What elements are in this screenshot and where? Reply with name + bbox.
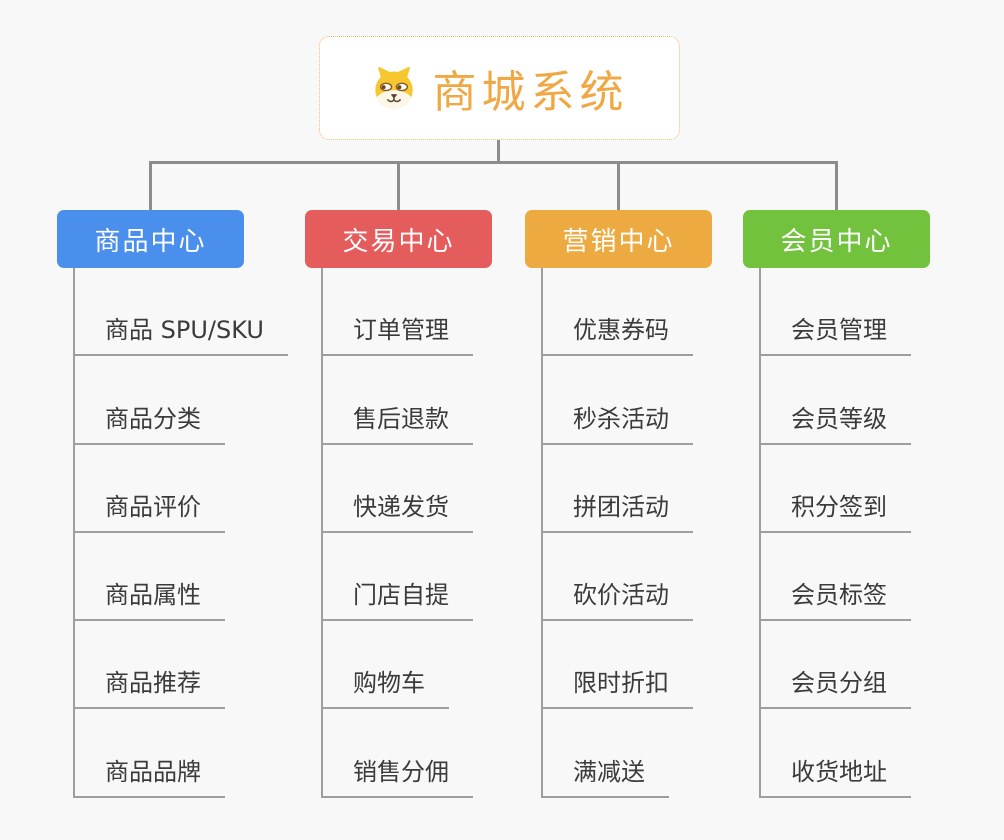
connector-drop-product — [149, 161, 152, 211]
child-item[interactable]: 售后退款 — [323, 356, 473, 445]
child-item[interactable]: 拼团活动 — [543, 445, 693, 533]
child-item[interactable]: 购物车 — [323, 621, 449, 710]
child-item[interactable]: 限时折扣 — [543, 621, 693, 710]
child-item[interactable]: 商品评价 — [75, 445, 225, 533]
child-item[interactable]: 快递发货 — [323, 445, 473, 533]
child-item[interactable]: 优惠券码 — [543, 268, 693, 357]
child-item[interactable]: 收货地址 — [761, 709, 911, 798]
connector-drop-trade — [397, 161, 400, 211]
child-item[interactable]: 会员分组 — [761, 621, 911, 710]
child-item[interactable]: 会员标签 — [761, 533, 911, 622]
branch-trade-center: 交易中心 订单管理 售后退款 快递发货 门店自提 购物车 销售分佣 — [305, 210, 492, 798]
branch-box-marketing-center[interactable]: 营销中心 — [525, 210, 712, 268]
connector-horizontal-rail — [149, 161, 838, 164]
branch-product-center: 商品中心 商品 SPU/SKU 商品分类 商品评价 商品属性 商品推荐 商品品牌 — [57, 210, 288, 798]
root-title: 商城系统 — [432, 67, 629, 118]
connector-drop-member — [835, 161, 838, 211]
child-item[interactable]: 商品分类 — [75, 356, 225, 445]
branch-box-product-center[interactable]: 商品中心 — [57, 210, 244, 268]
child-item[interactable]: 秒杀活动 — [543, 356, 693, 445]
branch-member-center: 会员中心 会员管理 会员等级 积分签到 会员标签 会员分组 收货地址 — [743, 210, 930, 798]
branch-children-trade-center: 订单管理 售后退款 快递发货 门店自提 购物车 销售分佣 — [321, 268, 473, 798]
connector-drop-marketing — [617, 161, 620, 211]
child-item[interactable]: 积分签到 — [761, 445, 911, 533]
root-node[interactable]: 商城系统 — [319, 36, 680, 140]
branch-box-trade-center[interactable]: 交易中心 — [305, 210, 492, 268]
child-item[interactable]: 销售分佣 — [323, 709, 473, 798]
connector-root-stub — [497, 140, 500, 164]
branch-children-member-center: 会员管理 会员等级 积分签到 会员标签 会员分组 收货地址 — [759, 268, 911, 798]
child-item[interactable]: 会员管理 — [761, 268, 911, 357]
dog-icon — [371, 65, 417, 111]
child-item[interactable]: 砍价活动 — [543, 533, 693, 622]
child-item[interactable]: 商品 SPU/SKU — [75, 268, 288, 357]
child-item[interactable]: 商品推荐 — [75, 621, 225, 710]
branch-marketing-center: 营销中心 优惠券码 秒杀活动 拼团活动 砍价活动 限时折扣 满减送 — [525, 210, 712, 798]
child-item[interactable]: 商品属性 — [75, 533, 225, 622]
child-item[interactable]: 订单管理 — [323, 268, 473, 357]
branch-children-marketing-center: 优惠券码 秒杀活动 拼团活动 砍价活动 限时折扣 满减送 — [541, 268, 693, 798]
child-item[interactable]: 商品品牌 — [75, 709, 225, 798]
branch-box-member-center[interactable]: 会员中心 — [743, 210, 930, 268]
child-item[interactable]: 会员等级 — [761, 356, 911, 445]
child-item[interactable]: 满减送 — [543, 709, 669, 798]
branch-children-product-center: 商品 SPU/SKU 商品分类 商品评价 商品属性 商品推荐 商品品牌 — [73, 268, 288, 798]
child-item[interactable]: 门店自提 — [323, 533, 473, 622]
